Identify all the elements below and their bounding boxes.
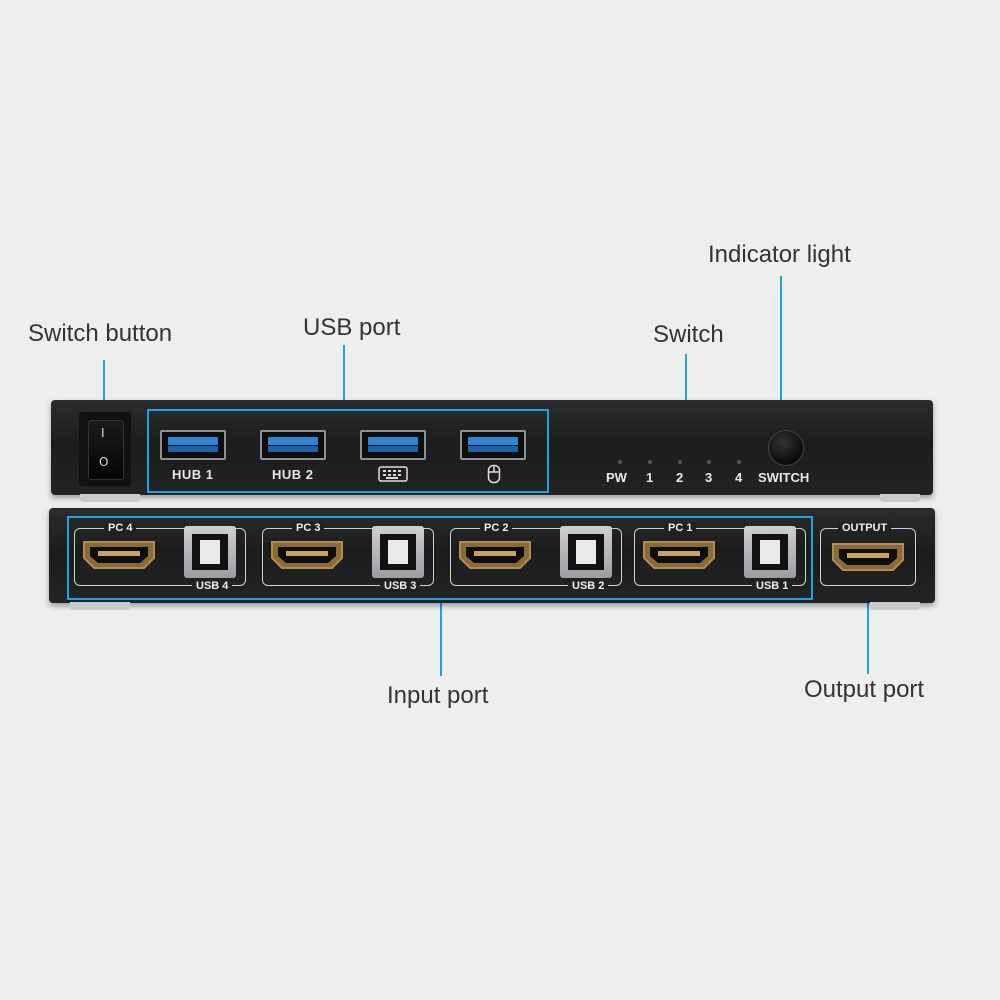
led-2 bbox=[678, 460, 682, 464]
led-label-3: 3 bbox=[705, 470, 713, 485]
keyboard-icon bbox=[378, 466, 408, 482]
hub2-label: HUB 2 bbox=[272, 467, 314, 482]
callout-switch: Switch bbox=[653, 321, 724, 348]
callout-switch-button: Switch button bbox=[28, 320, 173, 347]
led-4 bbox=[737, 460, 741, 464]
power-rocker-switch[interactable] bbox=[88, 420, 124, 480]
usb-b-port-pc4[interactable] bbox=[184, 526, 236, 578]
callout-usb-port: USB port bbox=[303, 314, 401, 341]
hdmi-port-pc2[interactable] bbox=[458, 540, 532, 570]
port-group-pc3 bbox=[262, 528, 434, 586]
hdmi-port-pc4[interactable] bbox=[82, 540, 156, 570]
usb2-label: USB 2 bbox=[568, 580, 609, 592]
front-foot-left bbox=[80, 494, 140, 502]
led-3 bbox=[707, 460, 711, 464]
hdmi-port-pc3[interactable] bbox=[270, 540, 344, 570]
callout-input-port: Input port bbox=[387, 682, 489, 709]
callout-indicator-light: Indicator light bbox=[708, 241, 851, 268]
led-label-1: 1 bbox=[646, 470, 654, 485]
leader-switch bbox=[685, 354, 687, 420]
port-group-pc4 bbox=[74, 528, 246, 586]
led-label-4: 4 bbox=[735, 470, 743, 485]
hdmi-port-output[interactable] bbox=[831, 542, 905, 572]
usb-port-keyboard[interactable] bbox=[360, 430, 426, 460]
hdmi-port-pc1[interactable] bbox=[642, 540, 716, 570]
input-port-highlight bbox=[67, 516, 813, 600]
rocker-off-mark: O bbox=[99, 455, 109, 469]
leader-output-port bbox=[867, 598, 869, 674]
mouse-icon bbox=[487, 464, 501, 484]
rear-foot-right bbox=[870, 602, 920, 610]
usb1-label: USB 1 bbox=[752, 580, 793, 592]
front-foot-right bbox=[880, 494, 920, 502]
led-pw bbox=[618, 460, 622, 464]
rear-foot-left bbox=[70, 602, 130, 610]
led-label-pw: PW bbox=[606, 470, 627, 485]
usb-port-hub2[interactable] bbox=[260, 430, 326, 460]
port-group-pc2 bbox=[450, 528, 622, 586]
leader-switch-button bbox=[103, 360, 105, 412]
led-1 bbox=[648, 460, 652, 464]
pc2-label: PC 2 bbox=[480, 522, 513, 534]
port-group-pc1 bbox=[634, 528, 806, 586]
led-label-2: 2 bbox=[676, 470, 684, 485]
output-label: OUTPUT bbox=[838, 522, 892, 534]
usb-b-port-pc2[interactable] bbox=[560, 526, 612, 578]
leader-input-port bbox=[440, 600, 442, 676]
rocker-on-mark: I bbox=[101, 426, 105, 440]
pc4-label: PC 4 bbox=[104, 522, 137, 534]
callout-output-port: Output port bbox=[804, 676, 925, 703]
usb-port-mouse[interactable] bbox=[460, 430, 526, 460]
leader-indicator-light bbox=[780, 276, 782, 430]
hub1-label: HUB 1 bbox=[172, 467, 214, 482]
switch-button[interactable] bbox=[768, 430, 804, 466]
pc1-label: PC 1 bbox=[664, 522, 697, 534]
switch-label: SWITCH bbox=[758, 470, 810, 485]
leader-usb-port bbox=[343, 345, 345, 411]
usb-port-highlight bbox=[147, 409, 549, 493]
usb4-label: USB 4 bbox=[192, 580, 233, 592]
usb3-label: USB 3 bbox=[380, 580, 421, 592]
usb-b-port-pc3[interactable] bbox=[372, 526, 424, 578]
usb-b-port-pc1[interactable] bbox=[744, 526, 796, 578]
pc3-label: PC 3 bbox=[292, 522, 325, 534]
usb-port-hub1[interactable] bbox=[160, 430, 226, 460]
